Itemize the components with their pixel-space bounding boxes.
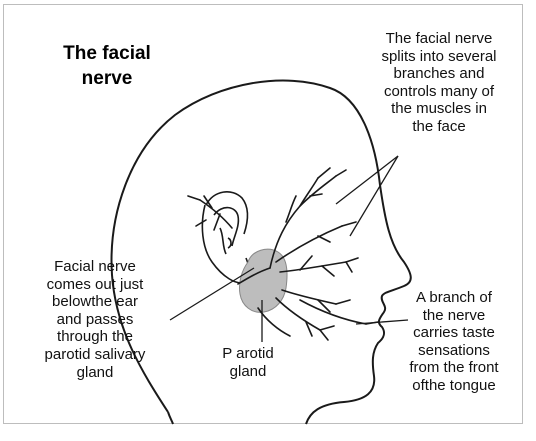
diagram-title: The facial nerve [32,41,182,91]
label-taste-branch: A branch of the nerve carries taste sens… [384,289,524,395]
neck-back-outline [168,412,173,424]
label-parotid-gland: P arotid gland [212,345,284,380]
label-branches: The facial nerve splits into several bra… [354,30,524,136]
label-nerve-exit: Facial nerve comes out just belowthe ear… [14,258,176,381]
